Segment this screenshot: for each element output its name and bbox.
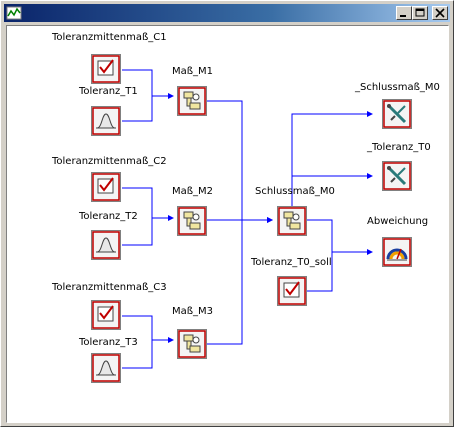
checkbox-doc-icon	[277, 276, 307, 306]
sum-block-icon	[177, 329, 207, 359]
label-abweichung: Abweichung	[367, 216, 429, 227]
connection-wires	[122, 69, 373, 369]
distribution-curve-icon	[91, 230, 121, 260]
maximize-button[interactable]	[412, 6, 428, 20]
checkbox-doc-icon	[91, 300, 121, 330]
label-tmm-c2: Toleranzmittenmaß_C2	[52, 156, 167, 167]
node-tmm-c1[interactable]	[91, 54, 121, 84]
node-tol-t1[interactable]	[91, 106, 121, 136]
wire-c2-m2	[122, 187, 174, 221]
maximize-icon	[415, 8, 425, 17]
sum-block-icon	[177, 86, 207, 116]
label-tol-t0-soll: Toleranz_T0_soll	[251, 257, 332, 268]
distribution-curve-icon	[91, 106, 121, 136]
minimize-button[interactable]	[396, 6, 412, 20]
diagram-canvas[interactable]: Toleranzmittenmaß_C1 Toleranz_T1 Maß_M1 …	[6, 25, 449, 423]
sum-block-icon	[177, 206, 207, 236]
label-out-schluss-m0: _Schlussmaß_M0	[355, 82, 440, 93]
title-bar[interactable]	[4, 4, 450, 22]
node-tmm-c2[interactable]	[91, 172, 121, 202]
node-mass-m3[interactable]	[177, 329, 207, 359]
checkbox-doc-icon	[91, 54, 121, 84]
node-out-tol-t0[interactable]	[382, 161, 412, 191]
label-tmm-c1: Toleranzmittenmaß_C1	[52, 32, 167, 43]
wire-m0-abw	[307, 219, 373, 255]
node-schluss-m0[interactable]	[277, 206, 307, 236]
label-schluss-m0: Schlussmaß_M0	[255, 186, 335, 197]
close-icon	[435, 8, 445, 18]
probe-output-icon	[382, 99, 412, 129]
gauge-icon	[382, 237, 412, 267]
label-tol-t1: Toleranz_T1	[79, 86, 138, 97]
wire-c1-m1	[122, 69, 174, 99]
label-tol-t2: Toleranz_T2	[79, 211, 138, 222]
node-tol-t2[interactable]	[91, 230, 121, 260]
node-out-schluss-m0[interactable]	[382, 99, 412, 129]
node-tmm-c3[interactable]	[91, 300, 121, 330]
probe-output-icon	[382, 161, 412, 191]
wire-t2-m2	[122, 218, 153, 246]
minimize-icon	[400, 15, 406, 17]
node-tol-t3[interactable]	[91, 353, 121, 383]
node-mass-m2[interactable]	[177, 206, 207, 236]
wire-t3-m3	[122, 340, 153, 369]
distribution-curve-icon	[91, 353, 121, 383]
label-tol-t3: Toleranz_T3	[79, 337, 138, 348]
app-icon	[6, 6, 22, 20]
label-mass-m2: Maß_M2	[172, 186, 214, 197]
checkbox-doc-icon	[91, 172, 121, 202]
node-tol-t0-soll[interactable]	[277, 276, 307, 306]
wire-m1-m0	[207, 100, 273, 223]
label-out-tol-t0: _Toleranz_T0	[367, 142, 431, 153]
close-button[interactable]	[432, 6, 448, 20]
wire-m0-out1	[291, 111, 373, 206]
wire-t1-m1	[122, 96, 153, 122]
wire-c3-m3	[122, 315, 174, 343]
label-tmm-c3: Toleranzmittenmaß_C3	[52, 282, 167, 293]
wire-t0soll-abw	[307, 252, 333, 292]
label-mass-m1: Maß_M1	[172, 66, 214, 77]
wire-m3-m0	[207, 220, 243, 345]
label-mass-m3: Maß_M3	[172, 306, 214, 317]
node-mass-m1[interactable]	[177, 86, 207, 116]
sum-block-icon	[277, 206, 307, 236]
node-abweichung[interactable]	[382, 237, 412, 267]
